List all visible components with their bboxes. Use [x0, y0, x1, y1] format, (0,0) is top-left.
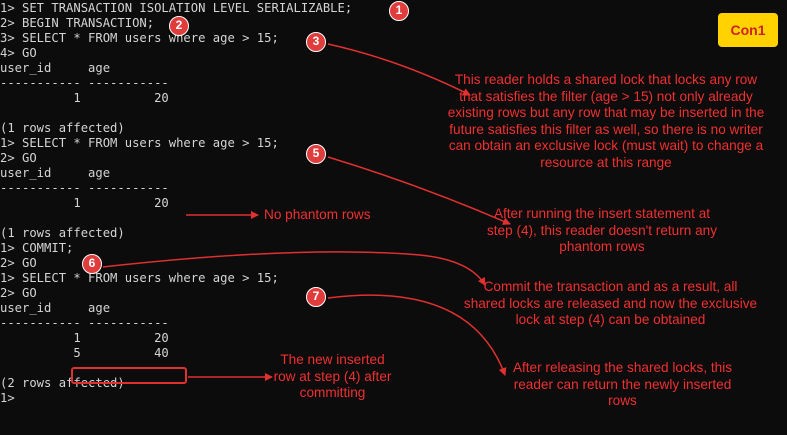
terminal-line: 1 20: [0, 331, 169, 345]
step-badge-1: 1: [389, 1, 409, 21]
note-after-insert: After running the insert statement at st…: [486, 206, 718, 254]
terminal-line: 2> GO: [0, 151, 37, 165]
terminal-line: 1> COMMIT;: [0, 241, 74, 255]
terminal-line: 5 40: [0, 346, 169, 360]
terminal-line: 1 20: [0, 91, 169, 105]
arrow-step5: [327, 156, 511, 225]
arrow-step6: [102, 251, 486, 286]
terminal-line: user_id age: [0, 61, 111, 75]
terminal-line: 1> SELECT * FROM users where age > 15;: [0, 136, 279, 150]
step-badge-7: 7: [306, 287, 326, 307]
terminal-output: 1> SET TRANSACTION ISOLATION LEVEL SERIA…: [0, 1, 352, 406]
step-badge-6: 6: [82, 254, 102, 274]
note-commit: Commit the transaction and as a result, …: [463, 279, 758, 327]
terminal-line: ----------- -----------: [0, 316, 169, 330]
terminal-line: 3> SELECT * FROM users where age > 15;: [0, 31, 279, 45]
terminal-line: user_id age: [0, 301, 111, 315]
step-badge-5: 5: [306, 144, 326, 164]
arrow-step7: [327, 294, 507, 376]
connection-badge: Con1: [718, 13, 778, 47]
new-row-highlight-box: [71, 367, 187, 384]
terminal-line: (1 rows affected): [0, 226, 125, 240]
terminal-line: 4> GO: [0, 46, 37, 60]
terminal-line: ----------- -----------: [0, 181, 169, 195]
terminal-line: 2> BEGIN TRANSACTION;: [0, 16, 155, 30]
note-after-release: After releasing the shared locks, this r…: [512, 360, 733, 408]
note-no-phantom: No phantom rows: [264, 207, 371, 222]
terminal-line: (1 rows affected): [0, 121, 125, 135]
terminal-line: 1> SET TRANSACTION ISOLATION LEVEL SERIA…: [0, 1, 353, 15]
terminal-line: 2> GO: [0, 286, 37, 300]
step-badge-2: 2: [169, 16, 189, 36]
terminal-line: 2> GO: [0, 256, 37, 270]
terminal-line: 1>: [0, 391, 15, 405]
note-new-row: The new inserted row at step (4) after c…: [273, 352, 392, 400]
arrow-step3: [327, 43, 471, 96]
step-badge-3: 3: [306, 32, 326, 52]
terminal-line: 1> SELECT * FROM users where age > 15;: [0, 271, 279, 285]
note-shared-lock: This reader holds a shared lock that loc…: [447, 72, 765, 170]
terminal-line: 1 20: [0, 196, 169, 210]
terminal-line: user_id age: [0, 166, 111, 180]
terminal-line: ----------- -----------: [0, 76, 169, 90]
